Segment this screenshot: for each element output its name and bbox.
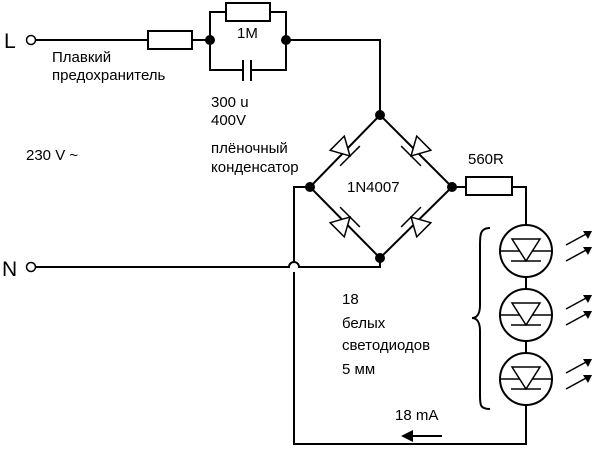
led-triangle	[510, 238, 542, 263]
supply-label: 230 V ~	[26, 147, 78, 164]
led-light-arrow-2	[565, 376, 589, 390]
diode-upper-left	[328, 134, 361, 167]
led-light-arrow-2	[565, 312, 589, 326]
led-chain	[499, 224, 592, 406]
wire-res-right	[270, 11, 287, 40]
led-triangle	[510, 366, 542, 391]
led-light-arrowhead-2	[583, 311, 592, 319]
capacitor-label-3: плёночный	[211, 140, 288, 157]
led-light-arrowhead-1	[583, 231, 592, 239]
led-light-arrowhead-2	[583, 375, 592, 383]
wire-cap-right	[251, 40, 287, 71]
current-label: 18 mA	[395, 407, 438, 424]
diode-lower-right	[400, 206, 433, 239]
led-label-4: 5 мм	[342, 361, 375, 378]
led-light-arrowhead-1	[583, 295, 592, 303]
fuse-label-2: предохранитель	[52, 67, 166, 84]
led-label-2: белых	[342, 315, 386, 332]
led-label-3: светодиодов	[342, 337, 430, 354]
led-light-arrow-1	[565, 296, 589, 310]
resistor-560r	[465, 176, 513, 196]
led-light-arrow-1	[565, 360, 589, 374]
terminal-n-label: N	[2, 258, 17, 281]
led-label-1: 18	[342, 291, 359, 308]
terminal-n	[25, 261, 37, 273]
capacitor-label-1: 300 u	[211, 94, 249, 111]
resistor-1m	[225, 2, 271, 22]
led-3	[499, 352, 592, 406]
fuse-label-1: Плавкий	[52, 49, 111, 66]
bridge-node-top	[375, 110, 385, 120]
wire-neg-return	[293, 272, 527, 445]
diode-lower-left	[328, 206, 361, 239]
bridge-label: 1N4007	[347, 179, 400, 196]
diode-upper-right	[400, 134, 433, 167]
current-arrow-head	[401, 430, 413, 442]
terminal-l-label: L	[4, 30, 16, 53]
led-light-arrowhead-2	[583, 247, 592, 255]
led-triangle	[510, 302, 542, 327]
wire-to-bridge-top	[286, 39, 381, 115]
led-group-brace	[471, 227, 491, 410]
terminal-l	[25, 34, 37, 46]
resistor-560r-label: 560R	[468, 151, 504, 168]
wire-n-to-bridge	[35, 258, 381, 268]
led-2	[499, 288, 592, 342]
capacitor-label-2: 400V	[211, 112, 246, 129]
led-light-arrow-2	[565, 248, 589, 262]
wire-560r-to-leds	[512, 186, 527, 226]
led-1	[499, 224, 592, 278]
wire-res-left	[209, 11, 226, 40]
led-light-arrow-1	[565, 232, 589, 246]
wire-cap-left	[209, 40, 243, 71]
capacitor-label-4: конденсатор	[211, 159, 299, 176]
fuse	[147, 30, 193, 50]
led-light-arrowhead-1	[583, 359, 592, 367]
resistor-1m-label: 1M	[237, 25, 258, 42]
wire-neg-upper	[293, 186, 310, 262]
